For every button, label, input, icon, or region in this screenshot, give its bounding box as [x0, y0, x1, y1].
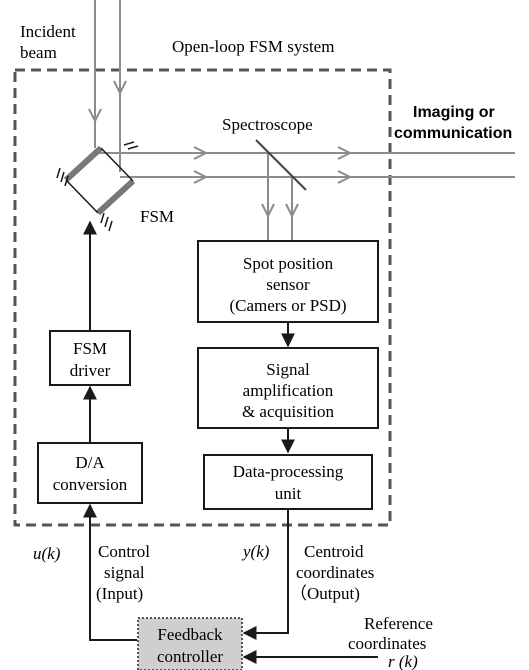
r-k-label: r (k) [388, 652, 418, 670]
sensor-beams [261, 153, 299, 240]
data-proc-line1: Data-processing [233, 462, 344, 481]
reference-line1: Reference [364, 614, 433, 633]
signal-amp-line2: amplification [243, 381, 334, 400]
centroid-line3: （Output) [290, 584, 360, 603]
signal-amp-line1: Signal [266, 360, 310, 379]
spectroscope-element [255, 139, 307, 191]
da-conv-line1: D/A [75, 453, 105, 472]
fsm-mirror [56, 141, 139, 232]
signal-amp-line3: & acquisition [242, 402, 335, 421]
feedback-line1: Feedback [157, 625, 223, 644]
spot-position-sensor-box: Spot position sensor (Camers or PSD) [197, 240, 379, 323]
da-conv-line2: conversion [53, 475, 128, 494]
spectroscope-label: Spectroscope [222, 115, 313, 134]
fsm-label: FSM [140, 207, 174, 226]
control-signal-line2: signal [104, 563, 145, 582]
u-k-label: u(k) [33, 544, 61, 563]
signal-connections [83, 220, 378, 664]
spot-sensor-line2: sensor [266, 275, 310, 294]
fsm-driver-line1: FSM [73, 339, 107, 358]
imaging-label-1: Imaging or [413, 104, 495, 121]
spot-sensor-line3: (Camers or PSD) [229, 296, 346, 315]
reference-line2: coordinates [348, 634, 426, 653]
spot-sensor-line1: Spot position [243, 254, 334, 273]
feedback-controller-box: Feedback controller [137, 617, 243, 670]
incident-beam-label-1: Incident [20, 22, 76, 41]
signal-amplification-box: Signal amplification & acquisition [197, 347, 379, 429]
da-conversion-box: D/A conversion [37, 442, 143, 504]
reflected-beams [95, 146, 515, 184]
centroid-line2: coordinates [296, 563, 374, 582]
data-proc-line2: unit [275, 484, 302, 503]
y-k-label: y(k) [241, 542, 270, 561]
data-processing-box: Data-processing unit [203, 454, 373, 510]
imaging-label-2: communication [394, 125, 512, 142]
control-signal-line1: Control [98, 542, 150, 561]
system-title: Open-loop FSM system [172, 37, 334, 56]
fsm-driver-box: FSM driver [49, 330, 131, 386]
fsm-driver-line2: driver [70, 361, 111, 380]
centroid-line1: Centroid [304, 542, 364, 561]
incident-beams [88, 0, 127, 172]
incident-beam-label-2: beam [20, 43, 57, 62]
feedback-line2: controller [157, 647, 223, 666]
control-signal-line3: (Input) [96, 584, 143, 603]
open-loop-system-boundary [13, 68, 392, 527]
